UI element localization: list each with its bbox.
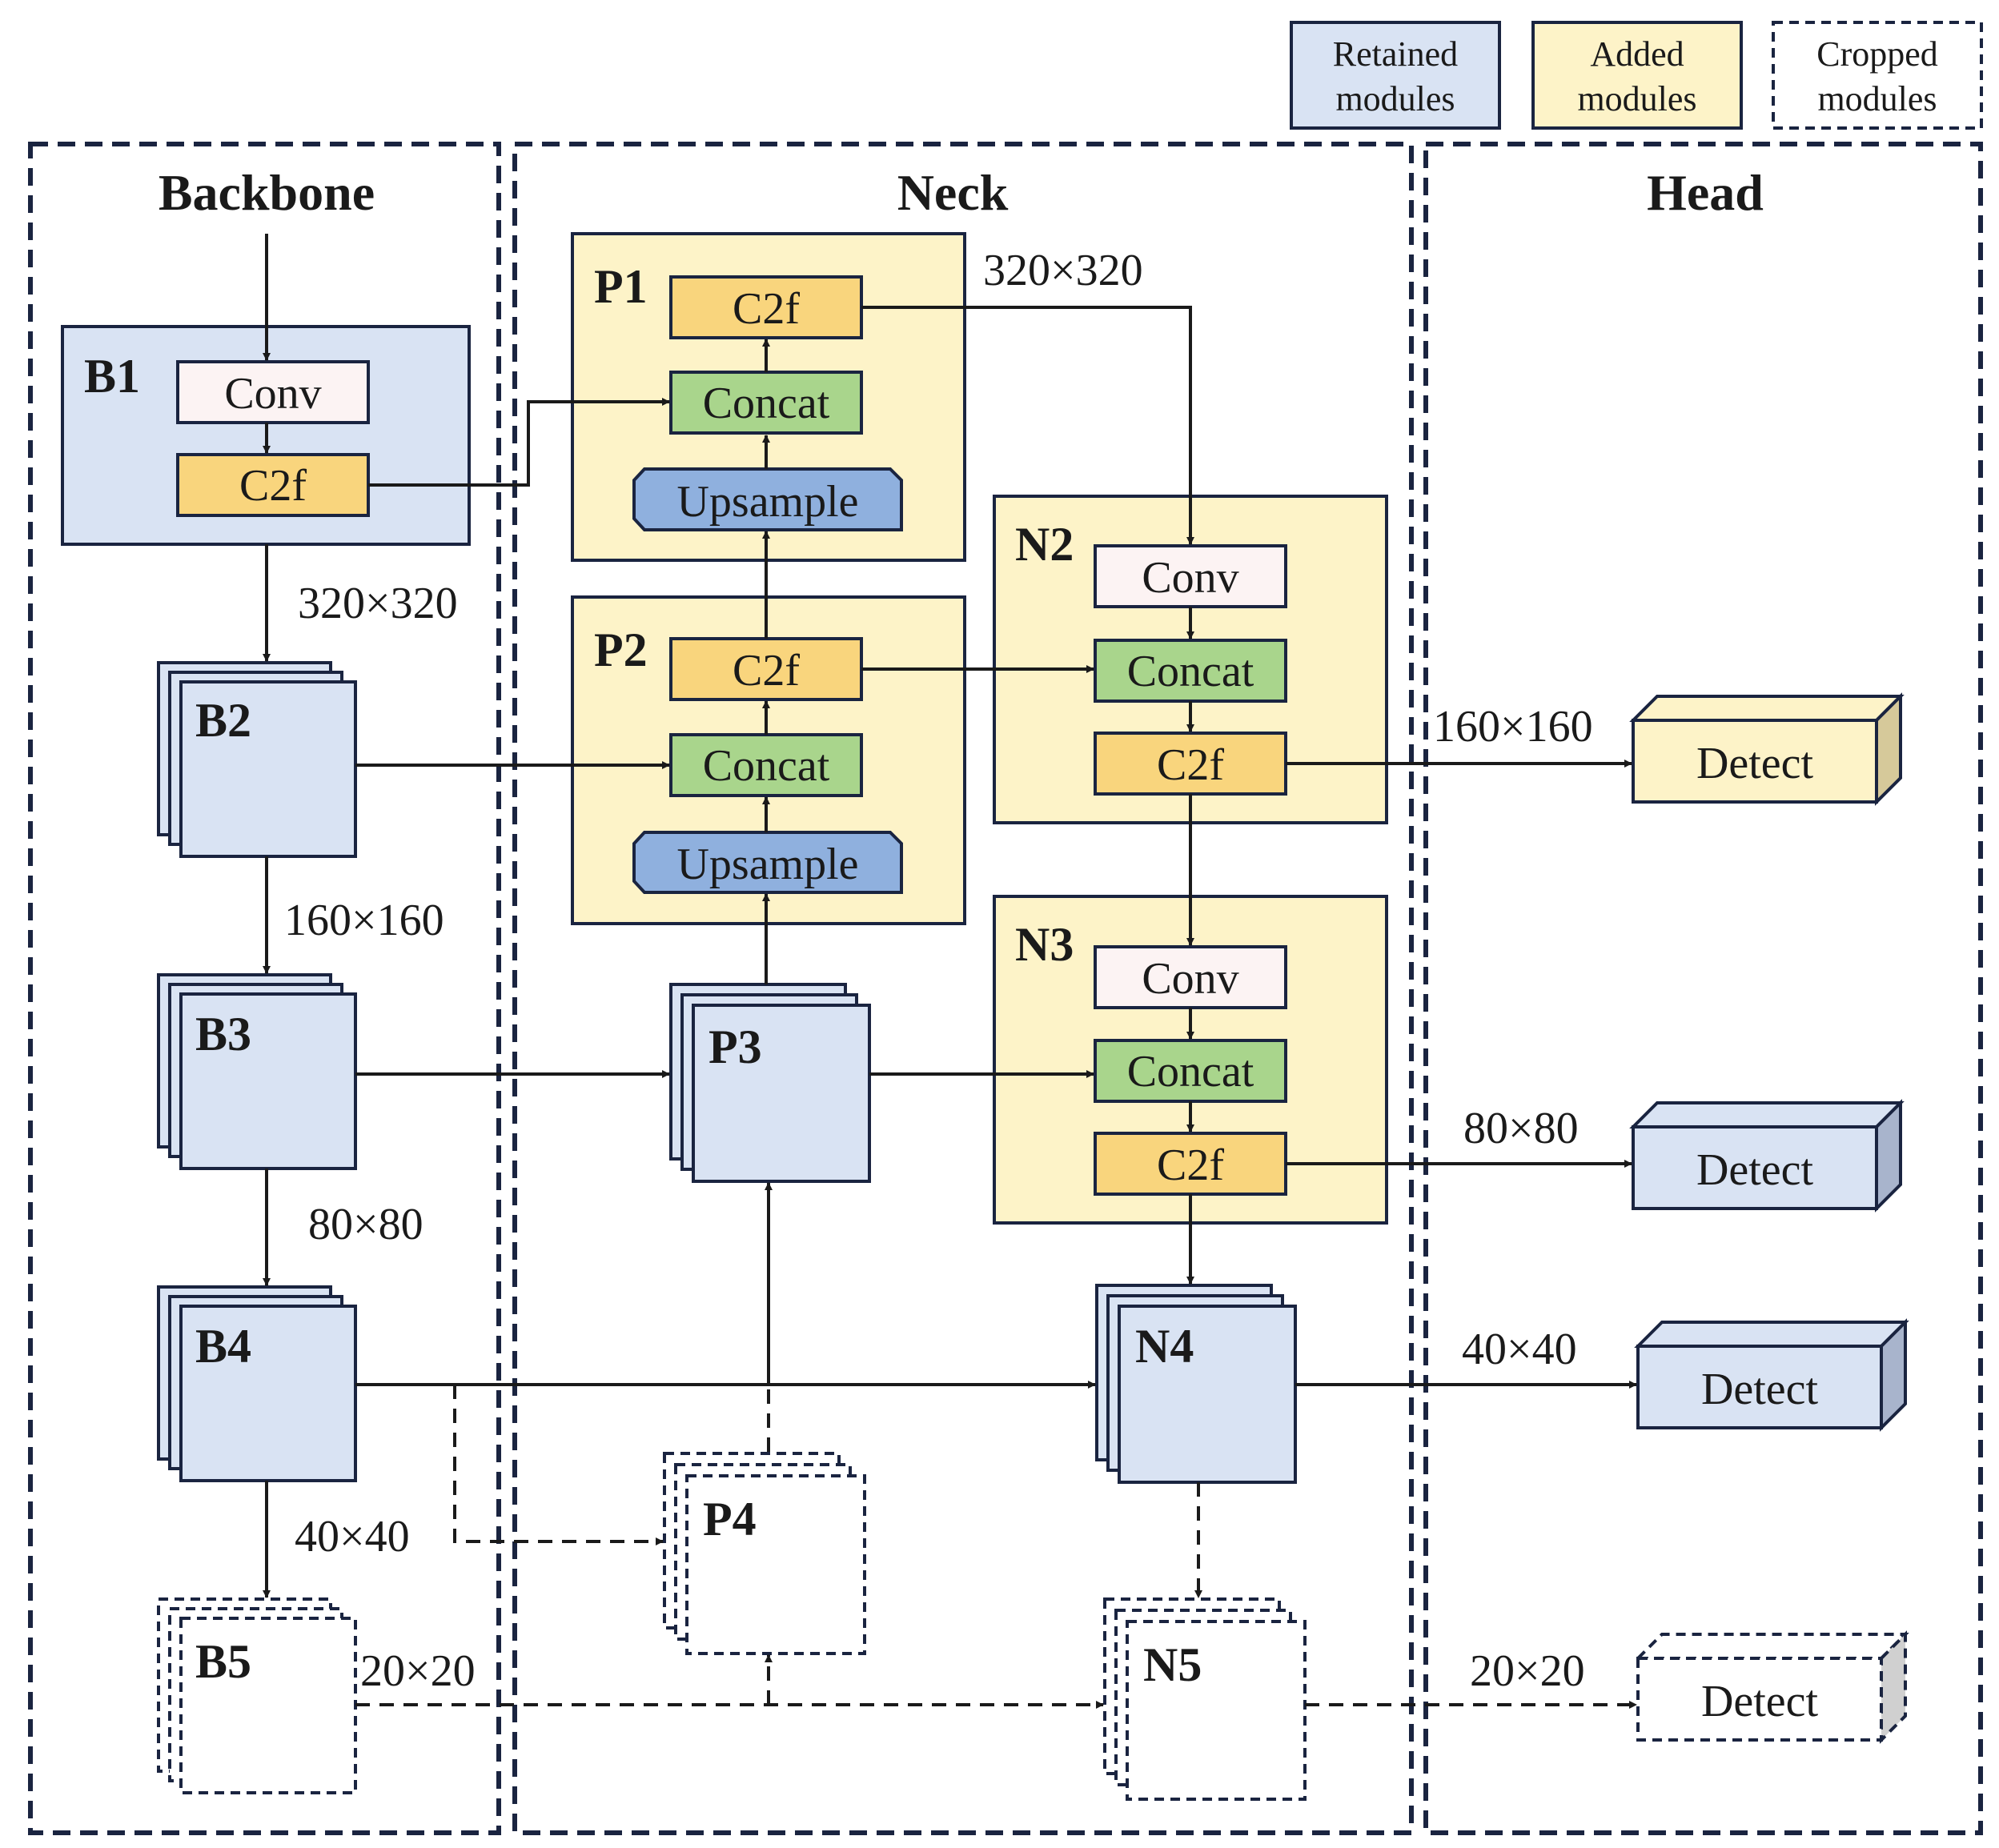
b1-c2f-label: C2f: [239, 461, 307, 511]
p1-label: P1: [594, 260, 648, 313]
block-b4: B4: [157, 1285, 357, 1482]
head-title: Head: [1647, 164, 1764, 221]
block-n5: N5: [1103, 1597, 1307, 1801]
detect-2: Detect: [1629, 1099, 1905, 1213]
block-p2: P2 C2f Concat Upsample: [571, 595, 966, 925]
p1-to-n2-conv: [861, 306, 1194, 545]
n2-c2f: [1094, 732, 1287, 796]
dim-p1-out: 320×320: [983, 246, 1143, 295]
backbone-title: Backbone: [159, 164, 375, 221]
dim-b3-b4: 80×80: [308, 1200, 423, 1249]
n5-label: N5: [1143, 1638, 1202, 1691]
block-b5: B5: [157, 1597, 357, 1794]
p4-label: P4: [703, 1493, 757, 1545]
legend-retained-line2: modules: [1335, 79, 1455, 118]
b3-label: B3: [195, 1008, 251, 1060]
p1-upsample: [632, 467, 903, 531]
detect-3: Detect: [1634, 1318, 1909, 1432]
block-b3: B3: [157, 973, 357, 1170]
neck-section: [512, 142, 1414, 1835]
detect-1: Detect: [1629, 692, 1905, 806]
block-n3: N3 Conv Concat C2f: [993, 895, 1388, 1225]
head-section: [1423, 142, 1983, 1835]
n2-conv: [1094, 544, 1287, 608]
dim-detect-3: 40×40: [1462, 1325, 1577, 1374]
legend-added: Added modules: [1531, 21, 1743, 130]
n3-concat-label: Concat: [1127, 1047, 1254, 1096]
legend-cropped: Cropped modules: [1772, 21, 1983, 130]
b4-to-p4: [453, 1385, 664, 1545]
dim-b2-b3: 160×160: [284, 896, 444, 945]
block-n4: N4: [1095, 1284, 1297, 1484]
p1-concat-label: Concat: [703, 379, 830, 428]
dim-b1-b2: 320×320: [298, 579, 458, 628]
detect-3-label: Detect: [1701, 1365, 1819, 1414]
b1-conv-label: Conv: [224, 369, 321, 419]
detect-4: Detect: [1634, 1630, 1909, 1744]
n3-label: N3: [1015, 918, 1074, 971]
backbone-section: [28, 142, 501, 1835]
p2-upsample-label: Upsample: [676, 840, 858, 889]
p2-upsample: [632, 831, 903, 894]
n2-concat-label: Concat: [1127, 647, 1254, 696]
dim-detect-4: 20×20: [1470, 1646, 1585, 1696]
n2-label: N2: [1015, 518, 1074, 571]
dim-detect-2: 80×80: [1463, 1104, 1579, 1153]
p1-c2f-label: C2f: [733, 284, 800, 334]
legend-retained-line1: Retained: [1333, 34, 1458, 74]
p3-label: P3: [708, 1020, 762, 1073]
b2-label: B2: [195, 694, 251, 747]
neck-title: Neck: [897, 164, 1009, 221]
b1-conv: [176, 360, 370, 424]
n3-conv-label: Conv: [1142, 954, 1238, 1004]
legend-cropped-line2: modules: [1817, 79, 1937, 118]
p1-concat: [669, 371, 863, 435]
p2-label: P2: [594, 623, 648, 676]
p2-c2f-label: C2f: [733, 646, 800, 696]
n2-conv-label: Conv: [1142, 553, 1238, 603]
detect-4-label: Detect: [1701, 1677, 1819, 1726]
p2-concat-label: Concat: [703, 741, 830, 791]
n4-label: N4: [1135, 1320, 1194, 1373]
n3-c2f: [1094, 1132, 1287, 1196]
legend-added-line2: modules: [1577, 79, 1696, 118]
block-b2: B2: [157, 661, 357, 858]
legend-retained: Retained modules: [1290, 21, 1501, 130]
block-n2: N2 Conv Concat C2f: [993, 495, 1388, 824]
block-p3: P3: [669, 983, 871, 1183]
legend-cropped-line1: Cropped: [1816, 34, 1938, 74]
detect-1-label: Detect: [1696, 739, 1814, 788]
b5-label: B5: [195, 1635, 251, 1688]
block-p4: P4: [663, 1452, 866, 1655]
legend-added-line1: Added: [1590, 34, 1684, 74]
p1-upsample-label: Upsample: [676, 477, 858, 527]
detect-2-label: Detect: [1696, 1145, 1814, 1195]
dim-b4-b5: 40×40: [295, 1512, 410, 1561]
b1-to-p1-concat: [368, 398, 670, 487]
legend: Retained modules Added modules Cropped m…: [1290, 21, 1983, 130]
dim-detect-1: 160×160: [1433, 702, 1593, 752]
dim-b5-out: 20×20: [360, 1646, 476, 1696]
p1-c2f: [669, 275, 863, 339]
block-b1: B1 Conv C2f: [61, 325, 471, 546]
b1-label: B1: [84, 350, 140, 403]
b4-label: B4: [195, 1320, 251, 1373]
n2-c2f-label: C2f: [1157, 740, 1224, 790]
block-p1: P1 C2f Concat Upsample: [571, 232, 966, 562]
n3-c2f-label: C2f: [1157, 1140, 1224, 1190]
